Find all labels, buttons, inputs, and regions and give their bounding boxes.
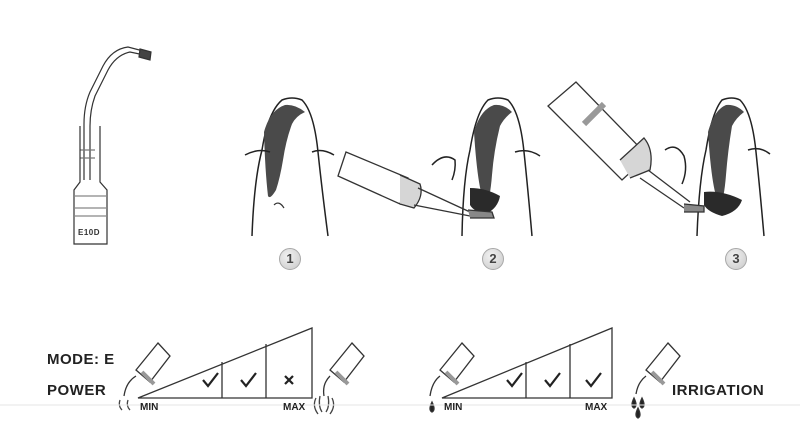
step-badge-2: 2: [482, 248, 504, 270]
irrigation-handpiece-max: [631, 342, 681, 419]
mode-label: MODE: E: [47, 351, 115, 368]
panel-2-handpiece: [337, 151, 495, 219]
power-scale-triangle: [137, 327, 313, 399]
panel-1-tooth: [244, 97, 335, 237]
power-handpiece-min: [118, 342, 171, 411]
tip-illustration: [73, 46, 152, 245]
step-badge-3: 3: [725, 248, 747, 270]
tip-code-label: E10D: [78, 228, 101, 237]
irrigation-scale-triangle: [441, 327, 613, 399]
irrigation-level-1-check-icon: [506, 372, 523, 388]
step-badge-1: 1: [279, 248, 301, 270]
panel-3-tooth: [664, 97, 771, 237]
power-level-2-check-icon: [240, 372, 257, 388]
irrigation-max-label: MAX: [585, 402, 608, 413]
irrigation-level-2-check-icon: [544, 372, 561, 388]
power-level-3-cross-icon: [284, 375, 294, 385]
power-level-marks: [202, 372, 294, 388]
irrigation-level-marks: [506, 372, 602, 388]
power-min-label: MIN: [140, 402, 159, 413]
irrigation-level-3-check-icon: [585, 372, 602, 388]
panel-3-handpiece: [547, 81, 705, 213]
power-level-1-check-icon: [202, 372, 219, 388]
irrigation-min-label: MIN: [444, 402, 463, 413]
irrigation-label: IRRIGATION: [672, 382, 765, 399]
power-max-label: MAX: [283, 402, 306, 413]
panel-2-tooth: [431, 97, 541, 237]
power-label: POWER: [47, 382, 107, 399]
power-handpiece-max: [313, 342, 365, 415]
